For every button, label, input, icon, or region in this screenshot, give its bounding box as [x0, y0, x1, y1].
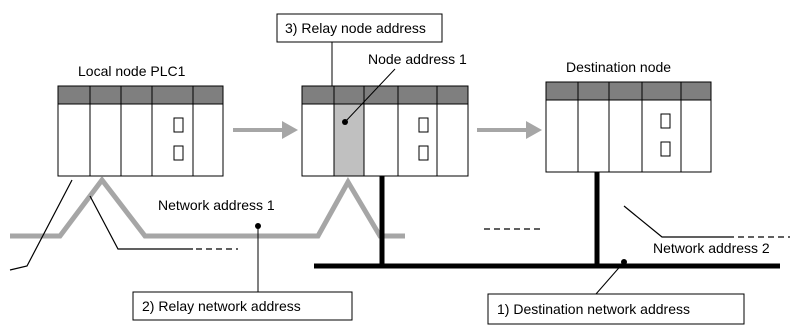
led-icon [173, 117, 184, 133]
destination-network-address-label: 1) Destination network address [497, 301, 690, 317]
network-2-line [314, 172, 780, 269]
led-icon [418, 145, 429, 161]
destination-network-leader [595, 261, 625, 295]
network-1-line [10, 175, 405, 239]
plc-local-node [57, 85, 224, 177]
led-icon [418, 117, 429, 133]
destination-node-cable [623, 205, 734, 238]
destination-network-address-box [487, 293, 745, 325]
relay-node-address-label: 3) Relay node address [285, 20, 426, 36]
destination-node-label: Destination node [566, 59, 671, 75]
arrow-icon [233, 121, 298, 139]
led-icon [660, 141, 671, 157]
led-icon [660, 113, 671, 129]
node-address-1-dot [342, 119, 348, 125]
relay-node-address-box [276, 13, 443, 43]
relay-unit-highlight [333, 103, 365, 177]
local-node-cable [9, 179, 238, 271]
arrow-icon [477, 121, 542, 139]
relay-network-address-label: 2) Relay network address [142, 298, 301, 314]
led-icon [173, 145, 184, 161]
node-address-1-leader [344, 68, 396, 123]
network-address-1-label: Network address 1 [158, 197, 275, 213]
node-address-1-label: Node address 1 [368, 51, 467, 67]
relay-network-address-box [132, 291, 353, 321]
network-address-2-label: Network address 2 [653, 240, 770, 256]
plc-destination-node [545, 81, 712, 173]
local-node-label: Local node PLC1 [78, 63, 186, 79]
plc-relay-node [301, 85, 469, 177]
